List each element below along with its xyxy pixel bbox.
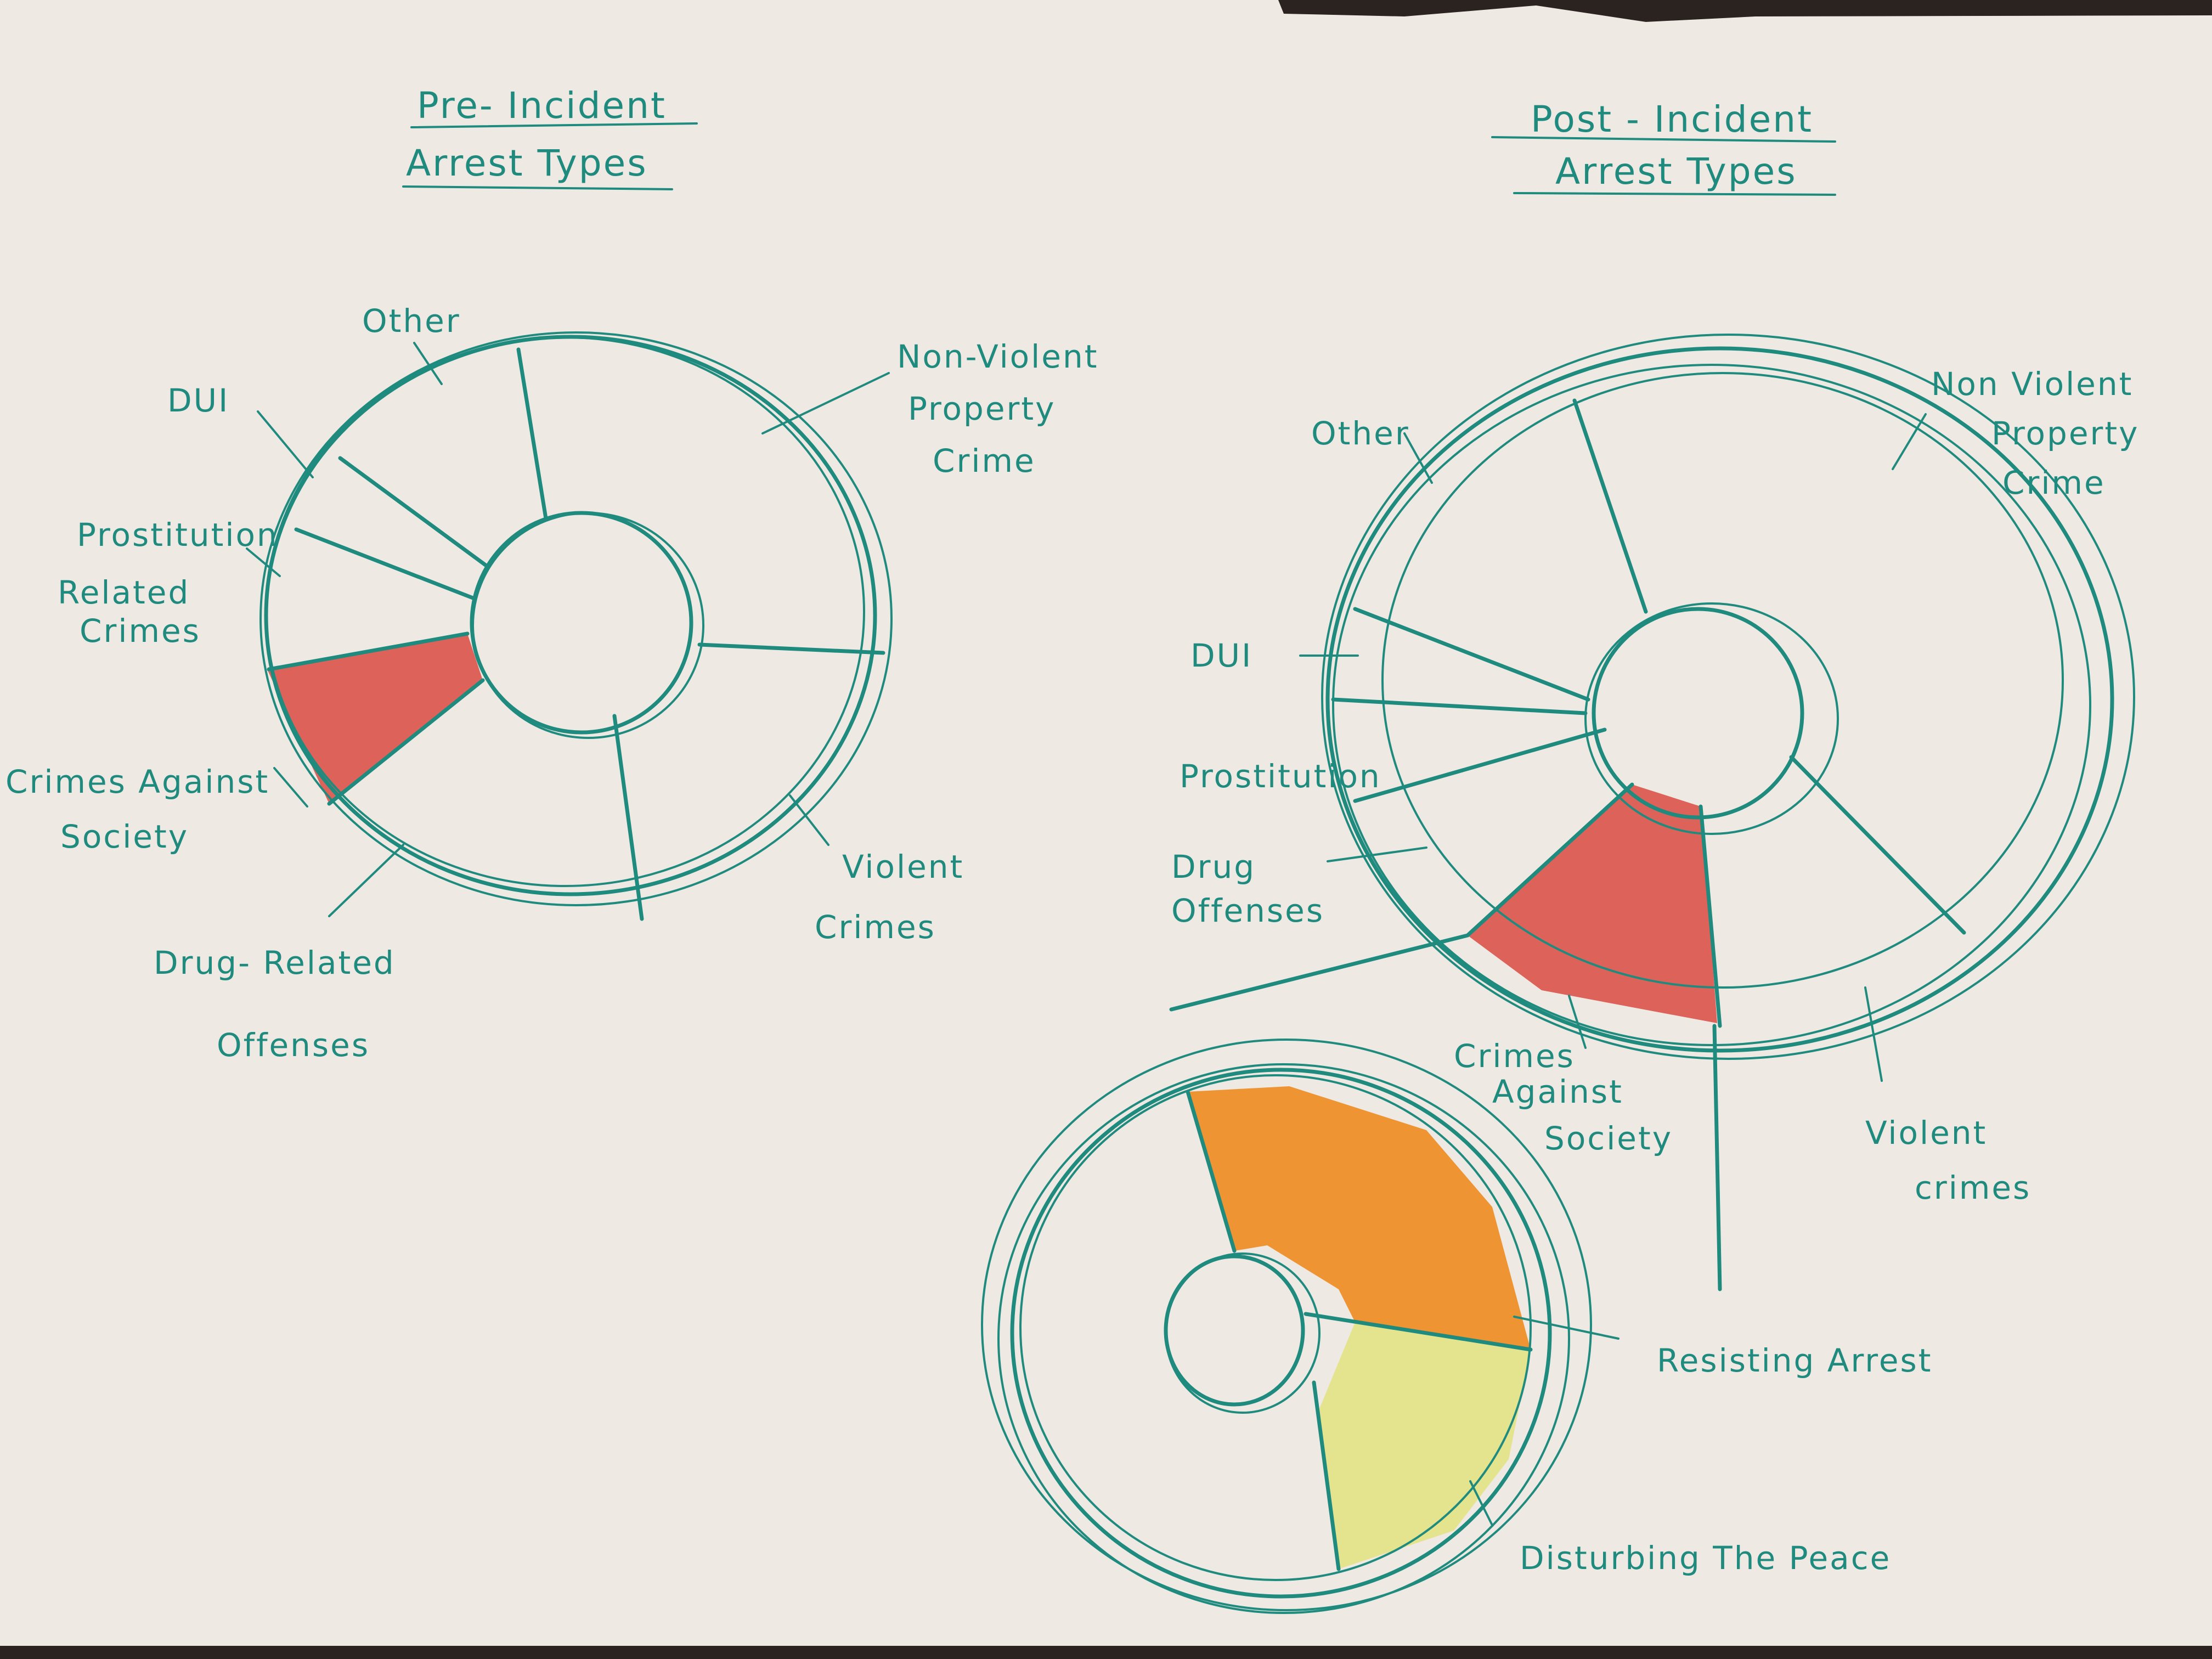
pre-leader-drug <box>328 844 404 917</box>
post-outer-ring-sketch <box>1321 334 2135 1060</box>
post-leader-drug <box>1327 847 1427 862</box>
post-label-drug-1: Drug <box>1171 848 1256 885</box>
post-label-nonviolent-3: Crime <box>2002 464 2106 501</box>
post-leader-nonviolent <box>1892 413 1927 470</box>
post-label-nonviolent-2: Property <box>1991 415 2139 452</box>
pre-label-drug-1: Drug- Related <box>154 944 396 981</box>
post-label-against-1: Crimes <box>1454 1037 1575 1075</box>
pre-label-drug-2: Offenses <box>217 1026 370 1064</box>
post-label-violent-1: Violent <box>1865 1114 1987 1152</box>
post-label-drug-2: Offenses <box>1171 892 1324 929</box>
post-inner-hole <box>1592 607 1804 820</box>
breakdown-spoke <box>1186 1090 1237 1253</box>
post-label-violent-2: crimes <box>1915 1169 2031 1206</box>
post-leader-against <box>1568 995 1587 1049</box>
pre-spoke <box>267 631 470 672</box>
breakdown-chart <box>981 1039 1620 1614</box>
post-spoke <box>1699 804 1722 1028</box>
pre-leader-nonviolent <box>761 372 890 435</box>
pre-label-other: Other <box>362 302 461 340</box>
table-surface <box>0 1646 2212 1659</box>
post-title-line2: Arrest Types <box>1555 150 1797 193</box>
pre-leader-other <box>413 342 443 385</box>
post-spoke <box>1331 697 1588 715</box>
pre-label-violent-2: Crimes <box>815 909 936 946</box>
pre-outer-ring-sketch <box>259 331 893 906</box>
breakdown-inner-hole-sketch <box>1165 1252 1321 1414</box>
pre-title-line1: Pre- Incident <box>417 84 667 127</box>
pre-spoke <box>338 456 488 567</box>
post-incident-labels: Post - Incident Arrest Types Non Violent… <box>1171 98 2139 1206</box>
pre-inner-hole-sketch <box>472 512 704 739</box>
label-disturbing-the-peace: Disturbing The Peace <box>1520 1539 1891 1577</box>
post-spoke <box>1465 782 1634 938</box>
pre-leader-prostitution <box>246 548 281 577</box>
post-inner-track <box>1381 372 2064 989</box>
pre-title-line2: Arrest Types <box>406 142 648 184</box>
pre-label-nonviolent-1: Non-Violent <box>897 338 1098 375</box>
post-outer-ring-sketch-2 <box>1332 364 2091 1046</box>
breakdown-spoke <box>1304 1312 1533 1352</box>
pre-spoke <box>294 527 475 600</box>
breakdown-labels: Resisting Arrest Disturbing The Peace <box>1520 1342 1933 1577</box>
pre-label-against-1: Crimes Against <box>5 763 269 800</box>
post-label-against-2: Against <box>1492 1073 1623 1110</box>
pre-leader-violent <box>789 794 830 846</box>
pre-spoke <box>516 347 548 521</box>
post-connector-line <box>1712 1024 1722 1291</box>
pre-spoke <box>697 642 885 655</box>
breakdown-leader-resisting <box>1513 1316 1620 1340</box>
pre-title-underline-1 <box>410 122 698 128</box>
label-resisting-arrest: Resisting Arrest <box>1657 1342 1933 1379</box>
pre-incident-chart <box>246 331 893 921</box>
post-leader-other <box>1403 432 1433 484</box>
pre-leader-dui <box>257 410 314 478</box>
pre-label-prostitution-1: Prostitution <box>77 516 279 554</box>
post-leader-against-long <box>1169 933 1470 1012</box>
breakdown-outer-ring <box>1010 1068 1552 1599</box>
post-spoke <box>1572 398 1648 614</box>
pre-label-nonviolent-2: Property <box>908 390 1056 427</box>
pre-label-dui: DUI <box>167 382 229 419</box>
breakdown-outer-ring-sketch <box>997 1063 1570 1614</box>
post-title-line1: Post - Incident <box>1531 98 1813 140</box>
post-incident-chart <box>1169 334 2135 1291</box>
breakdown-outer-ring-sketch-3 <box>981 1039 1592 1611</box>
pre-outer-ring-sketch-2 <box>265 336 865 887</box>
breakdown-spoke <box>1312 1380 1341 1571</box>
pre-title-underline-2 <box>402 185 673 190</box>
pre-label-prostitution-3: Crimes <box>80 612 201 650</box>
pre-incident-labels: Pre- Incident Arrest Types Other DUI Pro… <box>5 84 1098 1064</box>
pre-leader-against <box>273 767 308 808</box>
pre-label-nonviolent-3: Crime <box>933 442 1036 479</box>
post-inner-hole-sketch <box>1584 602 1839 835</box>
post-crimes-against-society-segment <box>1468 785 1717 1023</box>
post-spoke <box>1353 727 1607 803</box>
post-leader-violent <box>1864 986 1883 1082</box>
breakdown-outer-ring-sketch-2 <box>1019 1074 1532 1581</box>
post-label-against-3: Society <box>1544 1120 1673 1157</box>
post-label-prostitution: Prostitution <box>1180 758 1381 795</box>
pre-label-against-2: Society <box>60 818 189 855</box>
resisting-arrest-segment <box>1188 1086 1531 1350</box>
pre-crimes-against-society-segment <box>267 634 483 804</box>
breakdown-leader-disturbing <box>1469 1480 1493 1526</box>
post-spoke <box>1789 755 1966 935</box>
post-spoke <box>1353 607 1590 702</box>
pre-label-prostitution-2: Related <box>58 574 190 611</box>
pre-label-violent-1: Violent <box>842 848 964 885</box>
post-title-underline-2 <box>1513 192 1836 196</box>
post-label-dui: DUI <box>1190 637 1252 674</box>
post-label-nonviolent-1: Non Violent <box>1931 365 2133 403</box>
post-label-other: Other <box>1311 415 1410 452</box>
post-outer-ring <box>1325 346 2114 1053</box>
disturbing-the-peace-segment <box>1317 1322 1531 1569</box>
pre-spoke <box>327 678 485 806</box>
pre-spoke <box>612 714 644 921</box>
post-title-underline-1 <box>1491 136 1836 143</box>
